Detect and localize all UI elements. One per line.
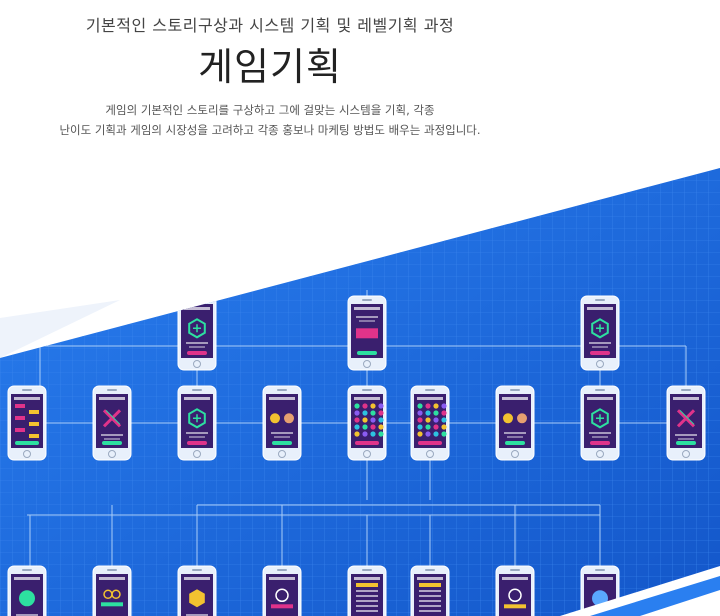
phone-middle-7: [495, 385, 535, 461]
phone-mockups: [7, 295, 706, 616]
phone-top-1: [177, 295, 217, 371]
phone-middle-5: [347, 385, 387, 461]
section-subtitle: 기본적인 스토리구상과 시스템 기획 및 레벨기획 과정: [85, 16, 455, 35]
section-description: 게임의 기본적인 스토리를 구상하고 그에 걸맞는 시스템을 기획, 각종 난이…: [0, 100, 540, 140]
phone-bottom-2: [92, 565, 132, 616]
phone-bottom-7: [495, 565, 535, 616]
phone-bottom-5: [347, 565, 387, 616]
section-title: 게임기획: [198, 45, 342, 89]
phone-middle-2: [92, 385, 132, 461]
phone-bottom-1: [7, 565, 47, 616]
phone-middle-3: [177, 385, 217, 461]
light-shadow-band: [0, 300, 120, 358]
phone-bottom-6: [410, 565, 450, 616]
phone-top-3: [580, 295, 620, 371]
corner-stripe-blue: [590, 576, 720, 616]
phone-middle-6: [410, 385, 450, 461]
flow-connectors: [0, 290, 687, 566]
description-line-2: 난이도 기획과 게임의 시장성을 고려하고 각종 홍보나 마케팅 방법도 배우는…: [59, 123, 481, 137]
corner-stripe-white: [560, 566, 720, 616]
phone-middle-9: [666, 385, 706, 461]
phone-top-2: [347, 295, 387, 371]
phone-middle-1: [7, 385, 47, 461]
phone-middle-8: [580, 385, 620, 461]
phone-bottom-4: [262, 565, 302, 616]
description-line-1: 게임의 기본적인 스토리를 구상하고 그에 걸맞는 시스템을 기획, 각종: [105, 103, 435, 117]
phone-bottom-3: [177, 565, 217, 616]
phone-middle-4: [262, 385, 302, 461]
